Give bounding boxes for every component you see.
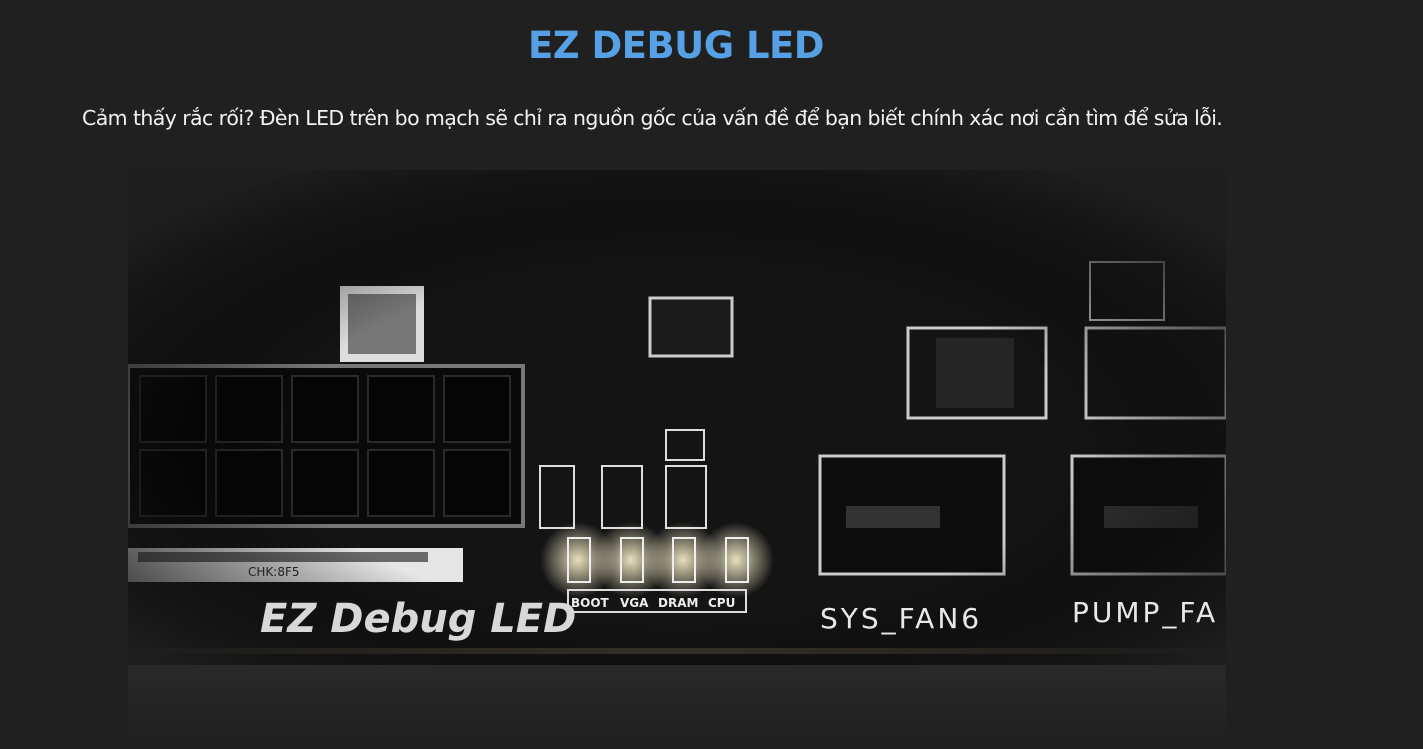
led-label-boot: BOOT [571, 596, 610, 610]
page-title: EZ DEBUG LED [527, 24, 825, 67]
led-label-cpu: CPU [708, 596, 735, 610]
board-label: EZ Debug LED [260, 596, 576, 642]
led-label-dram: DRAM [658, 596, 698, 610]
feature-description: Cảm thấy rắc rối? Đèn LED trên bo mạch s… [82, 106, 1223, 130]
fan-header-label-2: PUMP_FA [1072, 596, 1218, 629]
photo-shadow [128, 660, 1226, 740]
photo-vignette [128, 170, 1226, 665]
motherboard-photo: CHK:8F5 BOOT VGA DRAM CPU EZ Debug LED S… [128, 170, 1226, 665]
fan-header-label-1: SYS_FAN6 [820, 602, 982, 635]
led-label-vga: VGA [620, 596, 649, 610]
sticker-text: CHK:8F5 [248, 565, 300, 579]
